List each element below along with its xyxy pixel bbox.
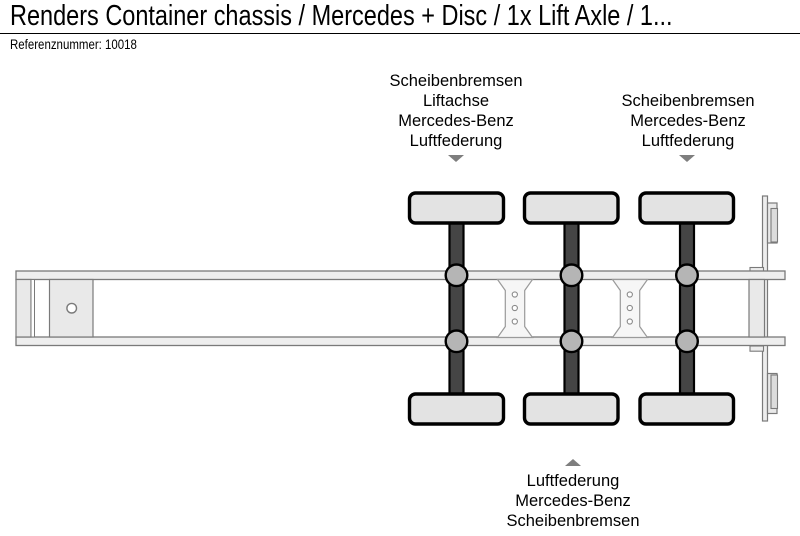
wheel-top-2 [522,191,620,225]
axles [448,210,696,402]
plate-hole [626,318,633,325]
rear-angle-bottom [749,345,765,352]
wheel-top-3 [638,191,736,225]
wheels [407,191,736,426]
annotation-line: Luftfederung [409,132,503,150]
annotation-rear-axle: Scheibenbremsen Mercedes-Benz Luftfederu… [578,91,798,151]
axle-3 [678,210,696,402]
plate-hole [511,318,518,325]
plate-hole [626,291,633,298]
plate-hole [511,304,518,312]
wheel-bottom-2 [522,392,620,426]
suspension-bellow [444,263,469,288]
pointer-up-icon [565,459,581,466]
front-thin-crossmember [30,279,35,338]
annotation-line: Scheibenbremsen [621,92,755,110]
rear-bracket-bottom-plate [770,374,779,410]
suspension-bellow [444,329,469,354]
axle-2 [563,210,580,402]
rail-top [15,270,786,281]
page-title: Renders Container chassis / Mercedes + D… [10,0,673,32]
wheel-bottom-3 [638,392,736,426]
suspension-bellow [559,329,584,354]
reference-number: Referenznummer: 10018 [10,37,137,52]
plate-hole [626,304,633,312]
rear-crossmember-box [748,278,766,338]
front-end-member [15,278,32,338]
annotation-line: Luftfederung [526,472,620,490]
cross-member-plates [496,278,649,339]
chassis-rails [15,270,786,347]
annotation-line: Mercedes-Benz [398,112,514,130]
annotation-line: Mercedes-Benz [630,112,746,130]
front-kingpin-section [15,278,94,338]
rail-bottom [15,336,786,347]
plate-hole [511,291,518,298]
suspension-bellow [675,329,700,354]
annotation-lift-axle: Scheibenbremsen Liftachse Mercedes-Benz … [346,71,566,151]
wheel-bottom-1 [407,392,506,426]
annotation-line: Mercedes-Benz [515,492,631,510]
annotation-middle-axle: Luftfederung Mercedes-Benz Scheibenbrems… [463,471,683,531]
annotation-line: Scheibenbremsen [506,512,640,530]
wheel-top-1 [407,191,506,225]
axle-1-lift [448,210,465,402]
annotation-line: Scheibenbremsen [389,72,523,90]
suspension-bellow [559,263,584,288]
pointer-down-icon [679,155,695,162]
rear-bracket-top-plate [770,207,779,243]
annotation-line: Liftachse [422,92,490,110]
suspension-bellow [675,263,700,288]
pointer-down-icon [448,155,464,162]
annotation-line: Luftfederung [641,132,735,150]
kingpin [66,302,78,314]
title-divider [0,33,800,34]
air-suspension-bellows [444,263,700,354]
